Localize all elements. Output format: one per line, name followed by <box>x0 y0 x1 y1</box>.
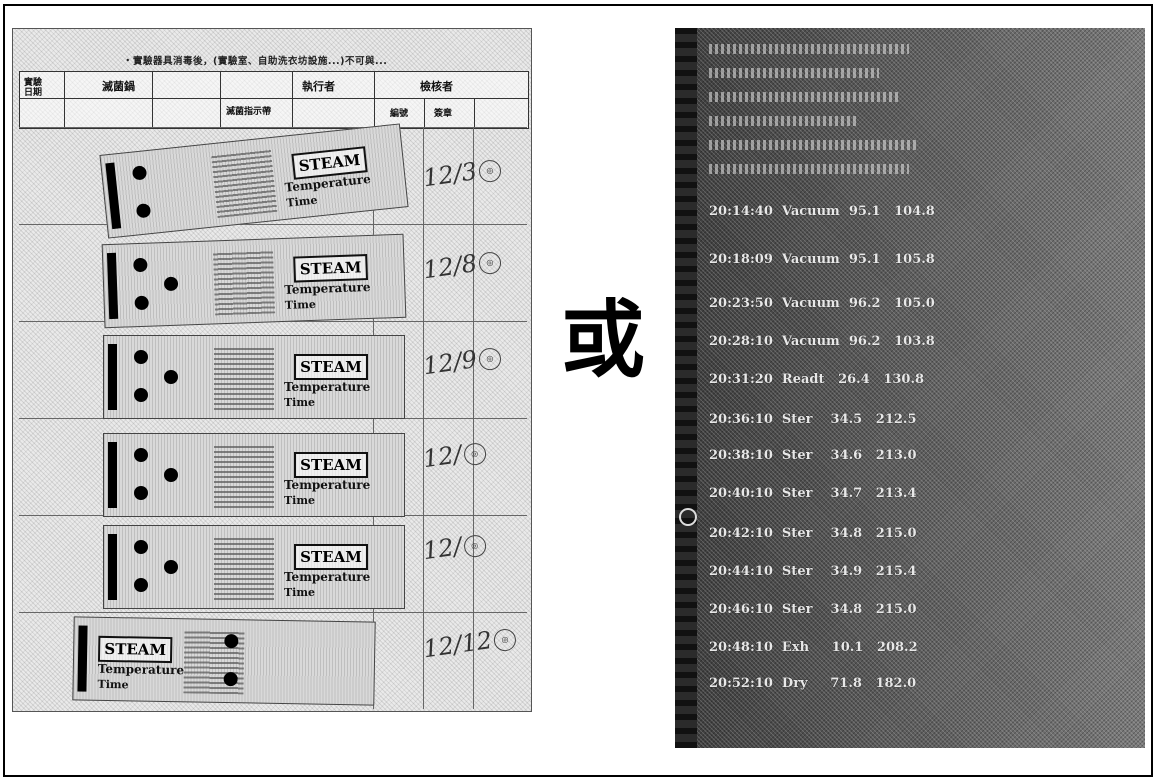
printout-row: 20:52:10 Dry 71.8 182.0 <box>709 676 917 691</box>
header-indicator-cell: 滅菌指示帶 <box>226 107 272 117</box>
header-checker-cell: 檢核者 <box>420 80 453 93</box>
printout-faded-line <box>709 116 859 126</box>
printout-hole-icon <box>679 508 697 526</box>
printout-edge <box>675 28 697 748</box>
time-label: Time <box>284 396 316 409</box>
log-sheet-header: 實驗 日期 滅菌鍋 執行者 檢核者 滅菌指示帶 編號 簽章 <box>19 71 529 129</box>
printout-row: 20:46:10 Ster 34.8 215.0 <box>709 602 917 617</box>
header-operator-cell: 執行者 <box>302 80 335 93</box>
indicator-strip: STEAM Temperature Time <box>103 525 405 609</box>
indicator-strip: STEAM Temperature Time <box>103 335 405 419</box>
indicator-strip: STEAM Temperature Time <box>72 616 376 706</box>
time-label: Time <box>284 494 316 507</box>
temperature-label: Temperature <box>284 478 371 492</box>
autoclave-printout-photo: 20:14:40 Vacuum 95.1 104.8 20:18:09 Vacu… <box>675 28 1145 748</box>
printout-row: 20:31:20 Readt 26.4 130.8 <box>709 372 925 387</box>
steam-label: STEAM <box>294 452 368 478</box>
steam-label: STEAM <box>294 354 368 380</box>
printout-row: 20:40:10 Ster 34.7 213.4 <box>709 486 917 501</box>
printout-row: 20:28:10 Vacuum 96.2 103.8 <box>709 334 935 349</box>
header-autoclave-cell: 滅菌鍋 <box>102 80 135 93</box>
printout-row: 20:14:40 Vacuum 95.1 104.8 <box>709 204 935 219</box>
printout-row: 20:38:10 Ster 34.6 213.0 <box>709 448 917 463</box>
indicator-strip: STEAM Temperature Time <box>101 233 407 329</box>
temperature-label: Temperature <box>284 279 371 297</box>
header-number-cell: 編號 <box>390 109 409 119</box>
printout-row: 20:44:10 Ster 34.9 215.4 <box>709 564 917 579</box>
printout-row: 20:23:50 Vacuum 96.2 105.0 <box>709 296 935 311</box>
temperature-label: Temperature <box>284 380 371 394</box>
time-label: Time <box>97 677 129 692</box>
printout-faded-line <box>709 92 899 102</box>
printout-row: 20:36:10 Ster 34.5 212.5 <box>709 412 917 427</box>
header-signature-cell: 簽章 <box>434 109 453 119</box>
sterilization-log-photo: ・實驗器具消毒後，(實驗室、自助洗衣坊設施...)不可與... 實驗 日期 滅菌… <box>12 28 532 712</box>
indicator-strip: STEAM Temperature Time <box>103 433 405 517</box>
time-label: Time <box>284 586 316 599</box>
time-label: Time <box>285 193 319 210</box>
printout-row: 20:18:09 Vacuum 95.1 105.8 <box>709 252 935 267</box>
or-separator-glyph: 或 <box>560 291 645 389</box>
time-label: Time <box>284 297 317 312</box>
steam-label: STEAM <box>97 635 173 664</box>
temperature-label: Temperature <box>284 570 371 584</box>
sheet-top-note: ・實驗器具消毒後，(實驗室、自助洗衣坊設施...)不可與... <box>123 56 388 67</box>
printout-row: 20:48:10 Exh 10.1 208.2 <box>709 640 918 655</box>
printout-row: 20:42:10 Ster 34.8 215.0 <box>709 526 917 541</box>
steam-label: STEAM <box>294 544 368 570</box>
header-date-cell: 實驗 日期 <box>24 78 43 98</box>
printout-faded-line <box>709 140 919 150</box>
steam-label: STEAM <box>293 254 369 283</box>
temperature-label: Temperature <box>97 661 185 678</box>
printout-faded-line <box>709 44 909 54</box>
printout-faded-line <box>709 164 909 174</box>
printout-faded-line <box>709 68 879 78</box>
